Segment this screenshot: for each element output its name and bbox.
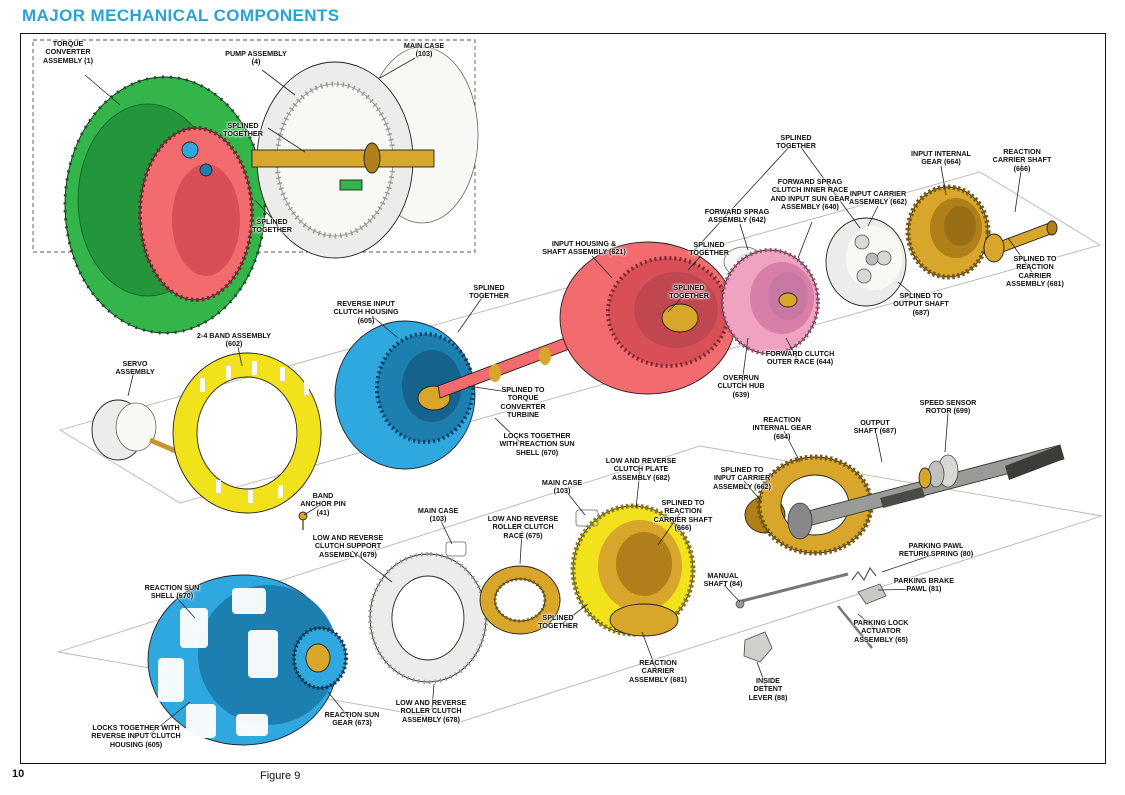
page-title: MAJOR MECHANICAL COMPONENTS — [22, 6, 340, 25]
input-carrier-graphic — [825, 217, 907, 307]
forward-clutch-graphic — [720, 246, 820, 356]
page-number: 10 — [12, 768, 25, 780]
diagram-frame — [20, 33, 1106, 764]
output-shaft-graphic — [744, 444, 1065, 556]
roller-clutch-race-graphic — [479, 565, 561, 635]
reaction-sun-shell-graphic — [147, 574, 348, 746]
parking-mechanism-graphic — [735, 566, 887, 663]
input-housing-shaft-graphic — [437, 241, 737, 399]
figure-caption: Figure 9 — [260, 770, 301, 782]
leader-lines — [84, 57, 1033, 735]
band-assembly-graphic — [172, 352, 322, 530]
low-reverse-clutch-support-graphic — [368, 552, 489, 684]
pump-assembly-graphic — [251, 46, 479, 259]
input-internal-gear-graphic — [905, 184, 1058, 280]
torque-converter-graphic — [63, 75, 267, 335]
reverse-input-clutch-housing-graphic — [334, 320, 476, 470]
